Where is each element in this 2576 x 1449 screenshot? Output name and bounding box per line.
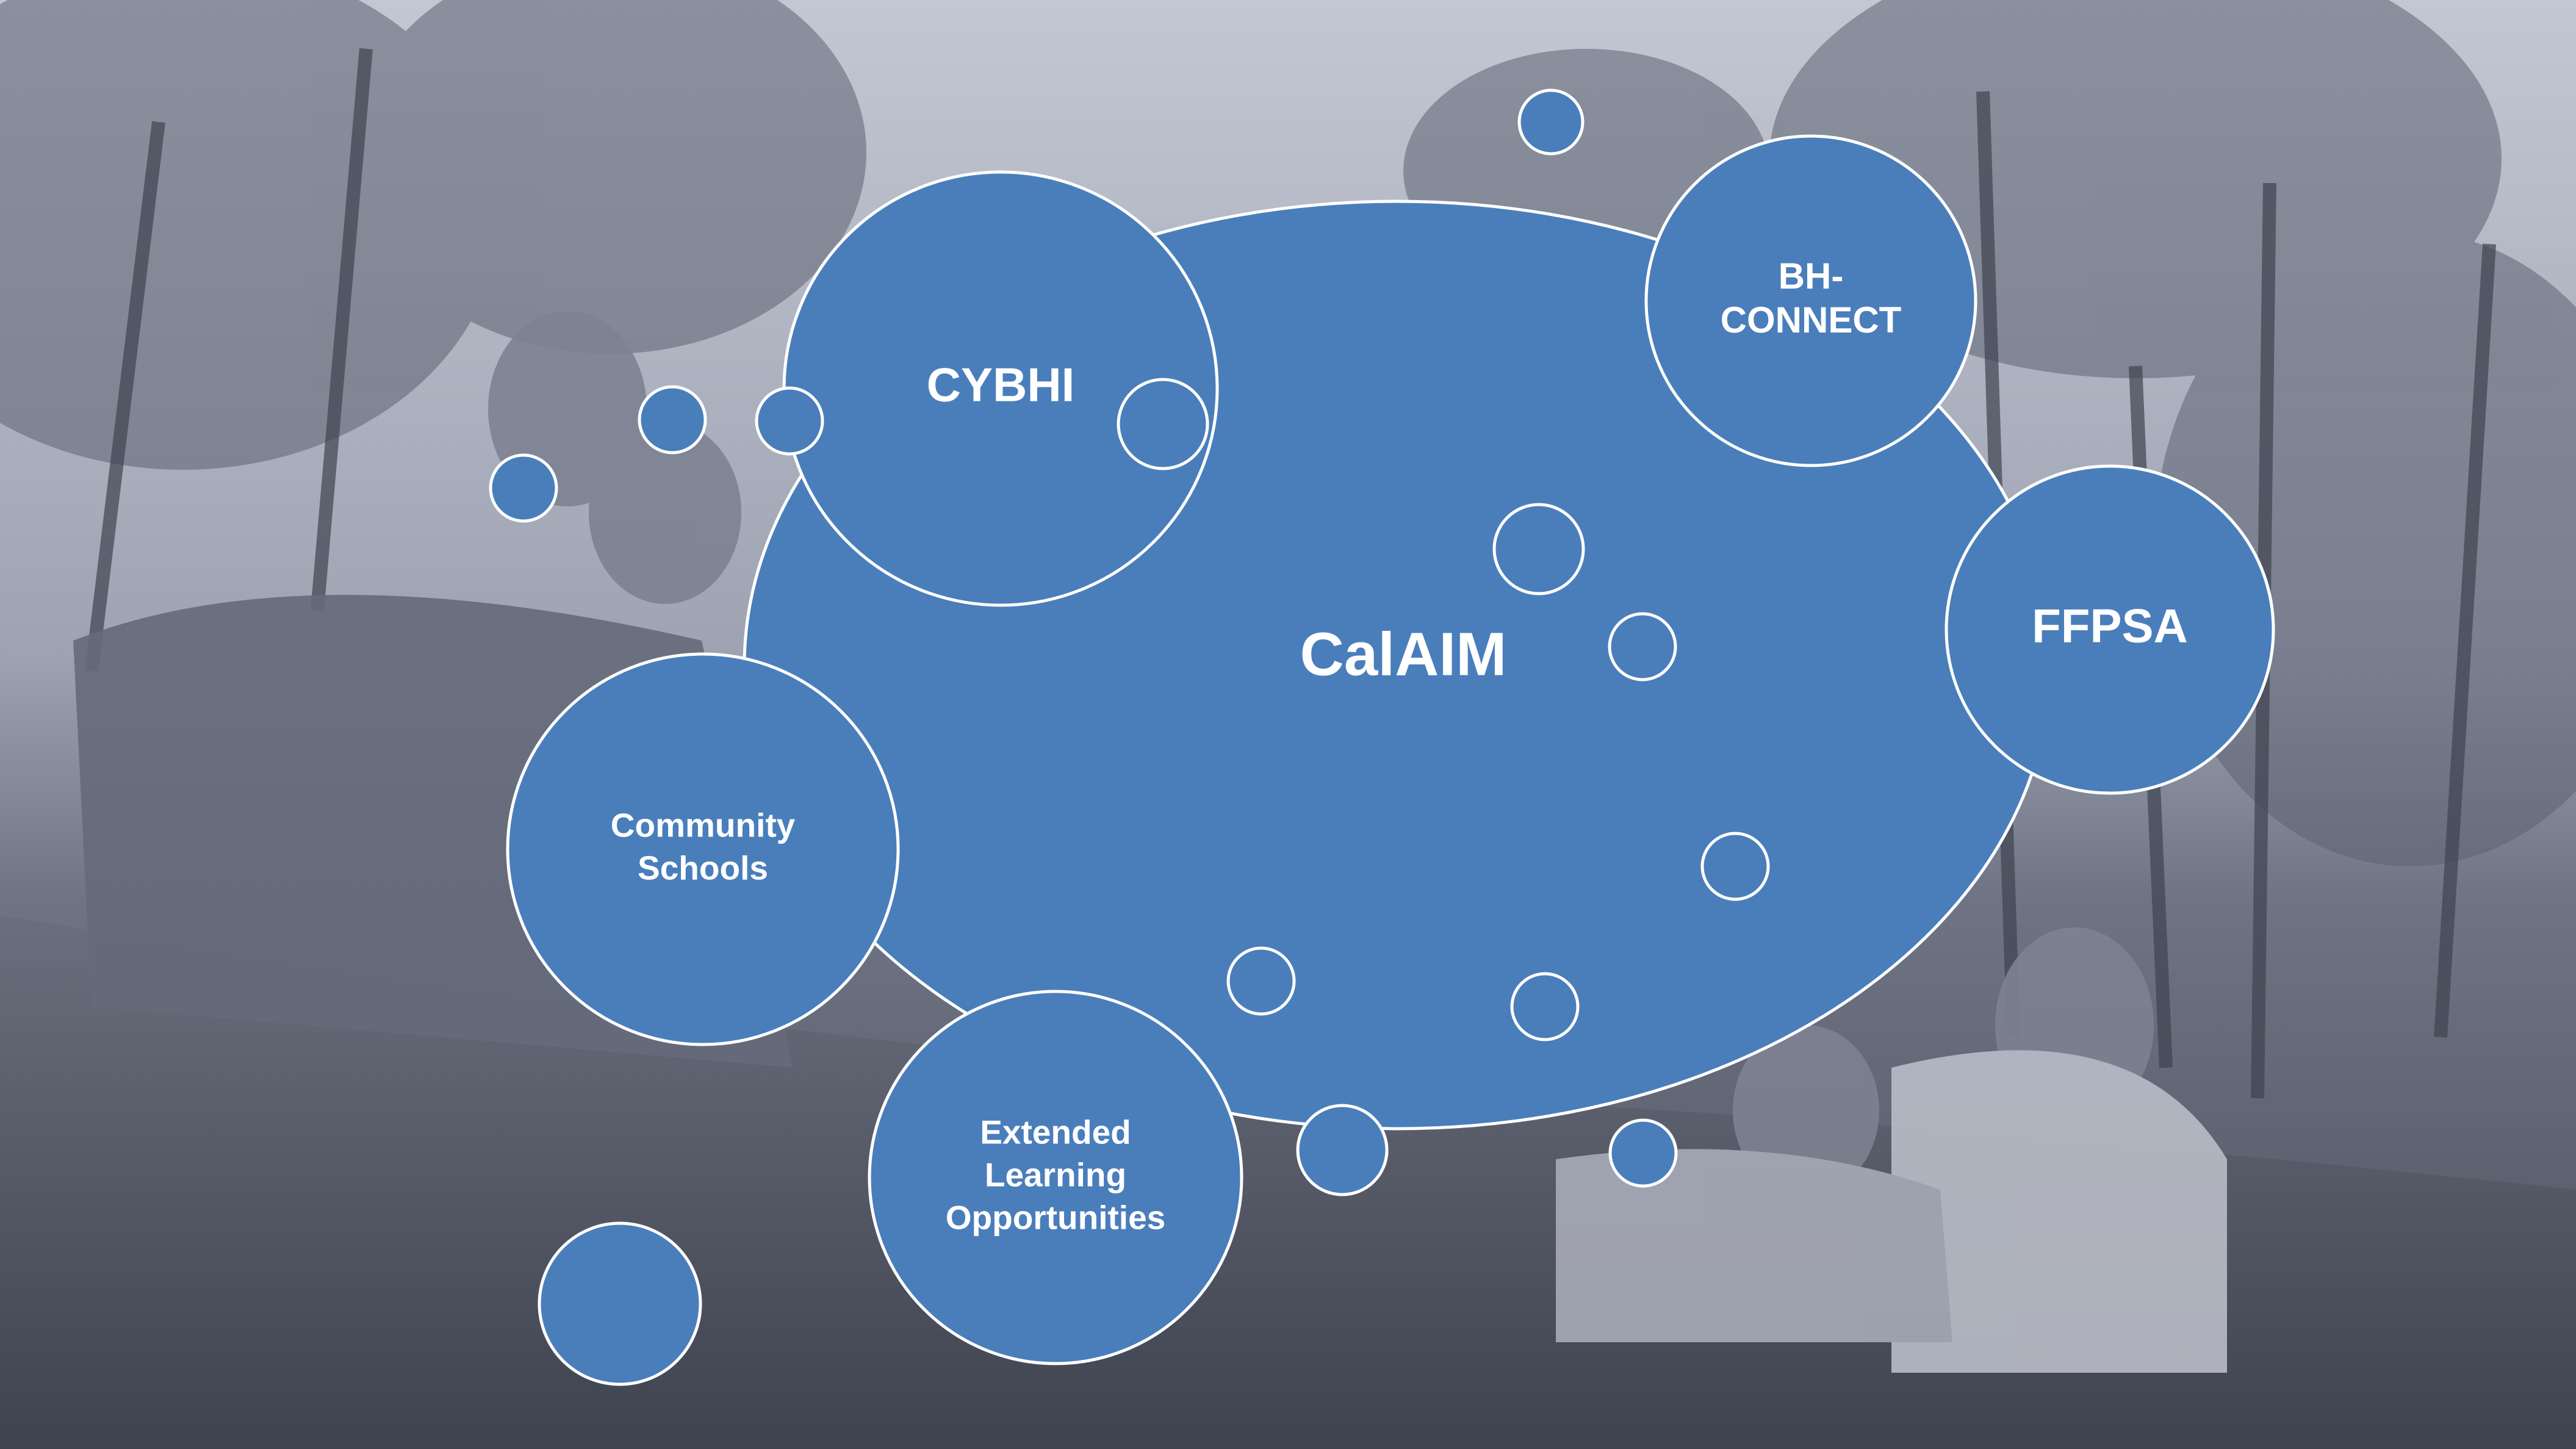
node-community-schools-label-line: Community xyxy=(611,807,796,844)
node-ffpsa-label-line: FFPSA xyxy=(2032,599,2188,653)
decorative-bubble xyxy=(1700,832,1770,901)
decorative-bubble xyxy=(1510,972,1580,1041)
node-bh-connect-label-line: CONNECT xyxy=(1721,300,1902,340)
node-cybhi-label-line: CYBHI xyxy=(927,358,1075,412)
node-extended-learning-label-line: Opportunities xyxy=(946,1199,1166,1237)
decorative-bubble xyxy=(638,385,707,455)
node-ffpsa: FFPSA xyxy=(1945,464,2275,795)
center-label: CalAIM xyxy=(1300,620,1507,688)
decorative-bubble xyxy=(1296,1104,1389,1196)
decorative-bubble xyxy=(1608,612,1677,681)
node-community-schools-label-line: Schools xyxy=(638,849,768,887)
node-bh-connect-circle xyxy=(1644,134,1977,467)
decorative-bubble xyxy=(489,453,558,523)
node-cybhi: CYBHI xyxy=(782,170,1219,607)
node-bh-connect: BH-CONNECT xyxy=(1644,134,1977,467)
decorative-bubble xyxy=(1608,1118,1678,1188)
decorative-bubble xyxy=(1492,503,1585,595)
node-community-schools-circle xyxy=(506,652,900,1046)
node-ffpsa-circle xyxy=(1945,464,2275,795)
decorative-bubble xyxy=(1226,946,1296,1016)
node-bh-connect-label-line: BH- xyxy=(1779,256,1844,297)
decorative-bubble xyxy=(1117,378,1209,470)
decorative-bubble xyxy=(1517,88,1585,156)
decorative-bubble xyxy=(538,1221,702,1386)
decorative-bubble xyxy=(755,386,824,456)
node-extended-learning-label-line: Extended xyxy=(980,1113,1131,1151)
node-extended-learning-circle xyxy=(868,990,1243,1365)
node-extended-learning-label-line: Learning xyxy=(985,1156,1126,1194)
